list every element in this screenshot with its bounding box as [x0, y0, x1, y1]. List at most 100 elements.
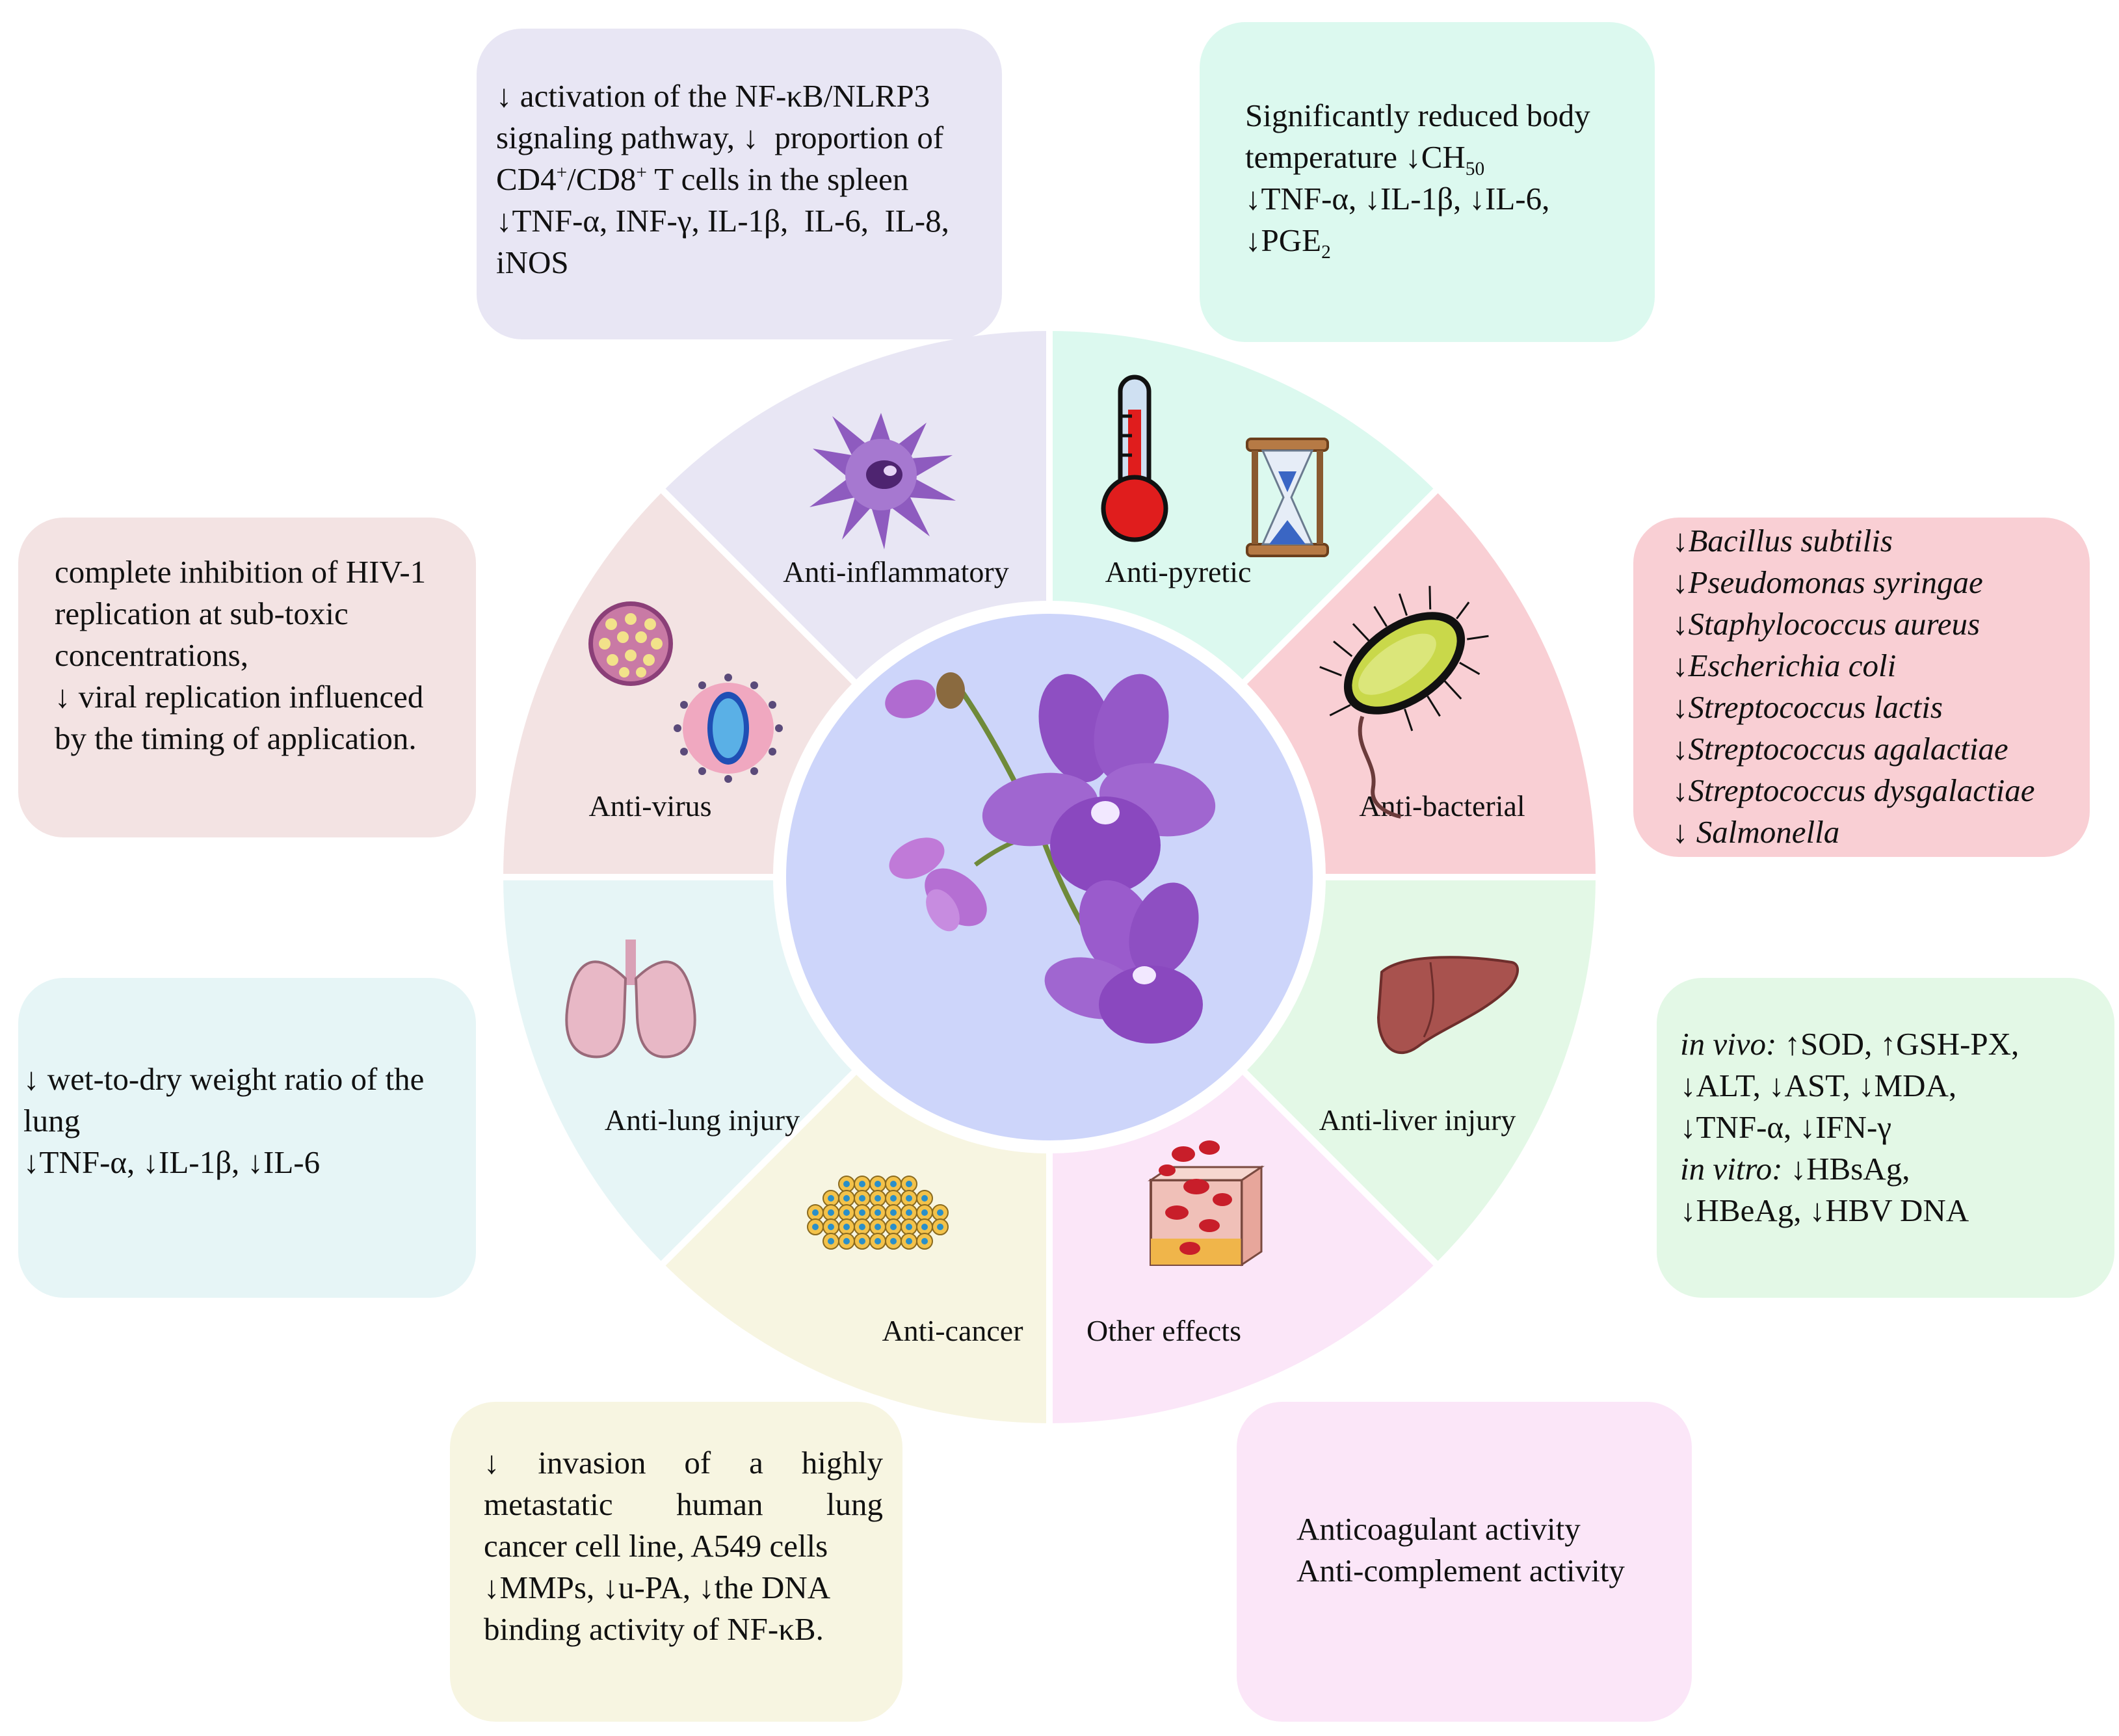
cancer-cell-nucleus — [843, 1195, 850, 1202]
segment-label-bacterial: Anti-bacterial — [1359, 789, 1525, 822]
box-line: complete inhibition of HIV-1 — [55, 554, 427, 590]
cancer-cell-nucleus — [890, 1195, 897, 1202]
cancer-cell-nucleus — [906, 1209, 912, 1216]
box-line: ↓HBeAg, ↓HBV DNA — [1680, 1192, 1969, 1228]
box-line: ↓ viral replication influenced — [55, 679, 424, 715]
text: ↓HBsAg, — [1782, 1151, 1910, 1187]
box-other-effects: Anticoagulant activity Anti-complement a… — [1237, 1402, 1692, 1722]
cancer-cell-nucleus — [843, 1181, 850, 1187]
cancer-cell-nucleus — [921, 1224, 928, 1230]
box-anti-virus: complete inhibition of HIV-1 replication… — [18, 518, 476, 837]
box-line: ↓ activation of the NF-κB/NLRP3 — [496, 78, 930, 114]
cancer-cell-nucleus — [921, 1209, 928, 1216]
bacteria-item: ↓Streptococcus lactis — [1672, 689, 1943, 725]
cancer-cell-nucleus — [859, 1224, 865, 1230]
cancer-cell-nucleus — [859, 1209, 865, 1216]
box-line: ↓ wet-to-dry weight ratio of the — [23, 1061, 425, 1097]
segment-label-liver: Anti-liver injury — [1319, 1103, 1516, 1137]
bacteria-item: ↓Bacillus subtilis — [1672, 523, 1893, 559]
box-line: ↓ invasion of a highly — [484, 1445, 883, 1480]
cancer-cell-nucleus — [875, 1224, 881, 1230]
cancer-cell-nucleus — [875, 1181, 881, 1187]
cancer-cell-nucleus — [828, 1238, 834, 1244]
cancer-cell-nucleus — [890, 1238, 897, 1244]
box-line: cancer cell line, A549 cells — [484, 1528, 828, 1564]
cancer-cell-nucleus — [906, 1181, 912, 1187]
bacteria-item: ↓Streptococcus dysgalactiae — [1672, 772, 2035, 808]
cancer-cell-nucleus — [875, 1238, 881, 1244]
cancer-cell-nucleus — [921, 1238, 928, 1244]
bacteria-item: ↓Streptococcus agalactiae — [1672, 731, 2008, 767]
cancer-cell-nucleus — [859, 1195, 865, 1202]
cancer-cell-nucleus — [921, 1195, 928, 1202]
superscript: + — [556, 162, 568, 183]
virus-particle-icon — [674, 674, 783, 783]
cancer-cell-nucleus — [828, 1209, 834, 1216]
cancer-cell-nucleus — [859, 1181, 865, 1187]
segment-label-cancer: Anti-cancer — [882, 1314, 1023, 1347]
box-line: by the timing of application. — [55, 720, 417, 756]
box-line: signaling pathway, ↓ proportion of — [496, 120, 944, 155]
thermometer-icon — [1101, 375, 1168, 542]
cancer-cell-nucleus — [906, 1238, 912, 1244]
box-anti-liver-injury: in vivo: ↑SOD, ↑GSH-PX, ↓ALT, ↓AST, ↓MDA… — [1657, 978, 2114, 1298]
cancer-cell-nucleus — [937, 1209, 943, 1216]
box-anti-cancer: ↓ invasion of a highly metastatic human … — [450, 1402, 902, 1722]
box-line: lung — [23, 1103, 81, 1138]
cancer-cell-nucleus — [890, 1209, 897, 1216]
cancer-cell-nucleus — [906, 1195, 912, 1202]
liver-icon — [1376, 956, 1519, 1055]
text: in vivo: — [1680, 1026, 1777, 1062]
box-line: iNOS — [496, 244, 569, 280]
box-anti-inflammatory: ↓ activation of the NF-κB/NLRP3 signalin… — [477, 29, 1002, 339]
bacteria-item: ↓Escherichia coli — [1672, 648, 1897, 683]
box-anti-bacterial: ↓Bacillus subtilis ↓Pseudomonas syringae… — [1633, 518, 2090, 857]
box-anti-lung-injury: ↓ wet-to-dry weight ratio of the lung ↓T… — [18, 978, 476, 1298]
cancer-cell-nucleus — [937, 1224, 943, 1230]
cancer-cell-nucleus — [828, 1224, 834, 1230]
cancer-cell-nucleus — [859, 1238, 865, 1244]
virus-icon — [588, 601, 673, 686]
cancer-cell-nucleus — [875, 1195, 881, 1202]
cancer-cell-nucleus — [890, 1181, 897, 1187]
box-line: ↓TNF-α, ↓IL-1β, ↓IL-6 — [23, 1144, 321, 1180]
box-line: binding activity of NF-κB. — [484, 1611, 824, 1647]
box-line: ↓ALT, ↓AST, ↓MDA, — [1680, 1068, 1957, 1103]
segment-label-virus: Anti-virus — [588, 789, 711, 822]
text: ↑SOD, ↑GSH-PX, — [1776, 1026, 2020, 1062]
violet-flower-icon — [885, 672, 1216, 1044]
cancer-cell-nucleus — [875, 1209, 881, 1216]
hourglass-icon — [1246, 438, 1329, 557]
box-line: temperature ↓CH50 — [1245, 137, 1642, 178]
lungs-icon — [565, 940, 696, 1059]
superscript: + — [636, 162, 647, 183]
box-line: in vitro: ↓HBsAg, — [1680, 1148, 2108, 1190]
bacterium-icon — [1319, 586, 1489, 819]
cancer-cell-nucleus — [828, 1195, 834, 1202]
bacteria-item: ↓Pseudomonas syringae — [1672, 564, 1983, 600]
box-line: ↓TNF-α, ↓IL-1β, ↓IL-6, — [1245, 181, 1550, 217]
box-anti-pyretic: Significantly reduced body temperature ↓… — [1200, 22, 1655, 342]
text: temperature ↓CH — [1245, 139, 1466, 175]
box-line: ↓TNF-α, INF-γ, IL-1β, IL-6, IL-8, — [496, 203, 949, 239]
cancer-cell-nucleus — [906, 1224, 912, 1230]
bacteria-item: ↓Staphylococcus aureus — [1672, 606, 1981, 642]
cancer-cell-nucleus — [812, 1224, 819, 1230]
subscript: 2 — [1321, 241, 1331, 263]
segment-label-other: Other effects — [1086, 1314, 1241, 1347]
box-line: in vivo: ↑SOD, ↑GSH-PX, — [1680, 1023, 2108, 1065]
box-line: ↓PGE2 — [1245, 220, 1642, 261]
subscript: 50 — [1465, 158, 1485, 179]
cancer-cells-icon — [807, 1176, 949, 1250]
box-line: metastatic human lung — [484, 1486, 883, 1522]
text: in vitro: — [1680, 1151, 1783, 1187]
box-line: Significantly reduced body — [1245, 98, 1590, 133]
cancer-cell-nucleus — [843, 1238, 850, 1244]
text: CD4 — [496, 161, 557, 197]
cancer-cell-nucleus — [890, 1224, 897, 1230]
segment-label-lung: Anti-lung injury — [605, 1103, 800, 1137]
tissue-blood-icon — [1148, 1140, 1265, 1267]
box-line: concentrations, — [55, 637, 248, 673]
box-line: ↓TNF-α, ↓IFN-γ — [1680, 1109, 1891, 1145]
